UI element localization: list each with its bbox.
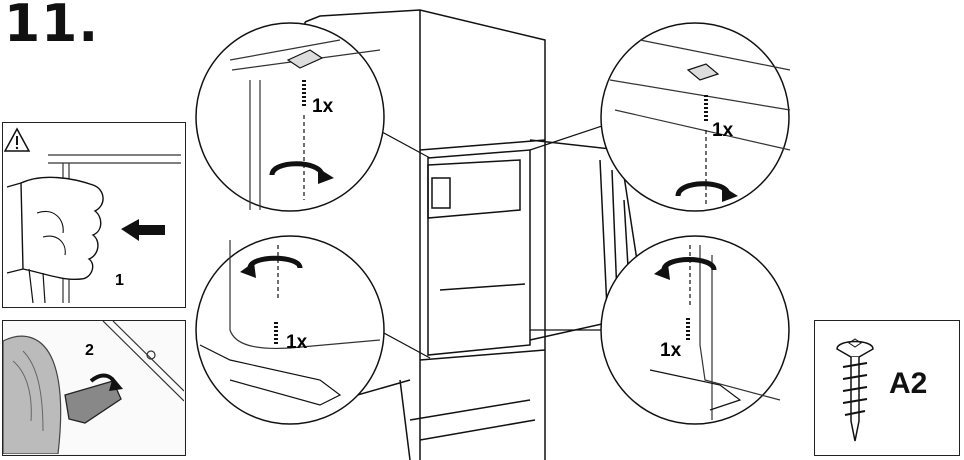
pull-arrow-icon [121,219,165,241]
qty-bottom-left: 1x [286,332,308,353]
lever-arrow-icon [109,377,123,391]
hand-pull-illustration: 1 [3,127,181,304]
callout-bottom-left: 1x [195,235,385,425]
step-2-label: 2 [85,342,94,359]
callout-top-left: 1x [195,22,385,212]
main-illustration: 1x 1x 1x [195,9,791,460]
rotate-arrow-icon [240,262,256,278]
rotate-arrow-icon [654,264,670,280]
part-code: A2 [889,367,928,400]
qty-bottom-right: 1x [660,340,682,361]
rotate-arrow-icon [318,168,334,184]
callout-top-right: 1x [600,22,791,212]
step-1-label: 1 [115,272,124,289]
tool-illustration: 2 [2,320,185,455]
qty-top-right: 1x [712,120,734,141]
part-panel: A2 [814,320,960,456]
cabinet [304,9,546,460]
rotate-arrow-icon [722,186,738,202]
step-number: 11. [4,0,100,54]
tool-panel: 2 [2,320,186,456]
qty-top-left: 1x [312,96,334,117]
screw-icon [836,338,874,442]
callout-bottom-right: 1x [600,235,790,425]
warning-panel: 1 [2,122,186,308]
warning-triangle-icon [3,127,31,152]
